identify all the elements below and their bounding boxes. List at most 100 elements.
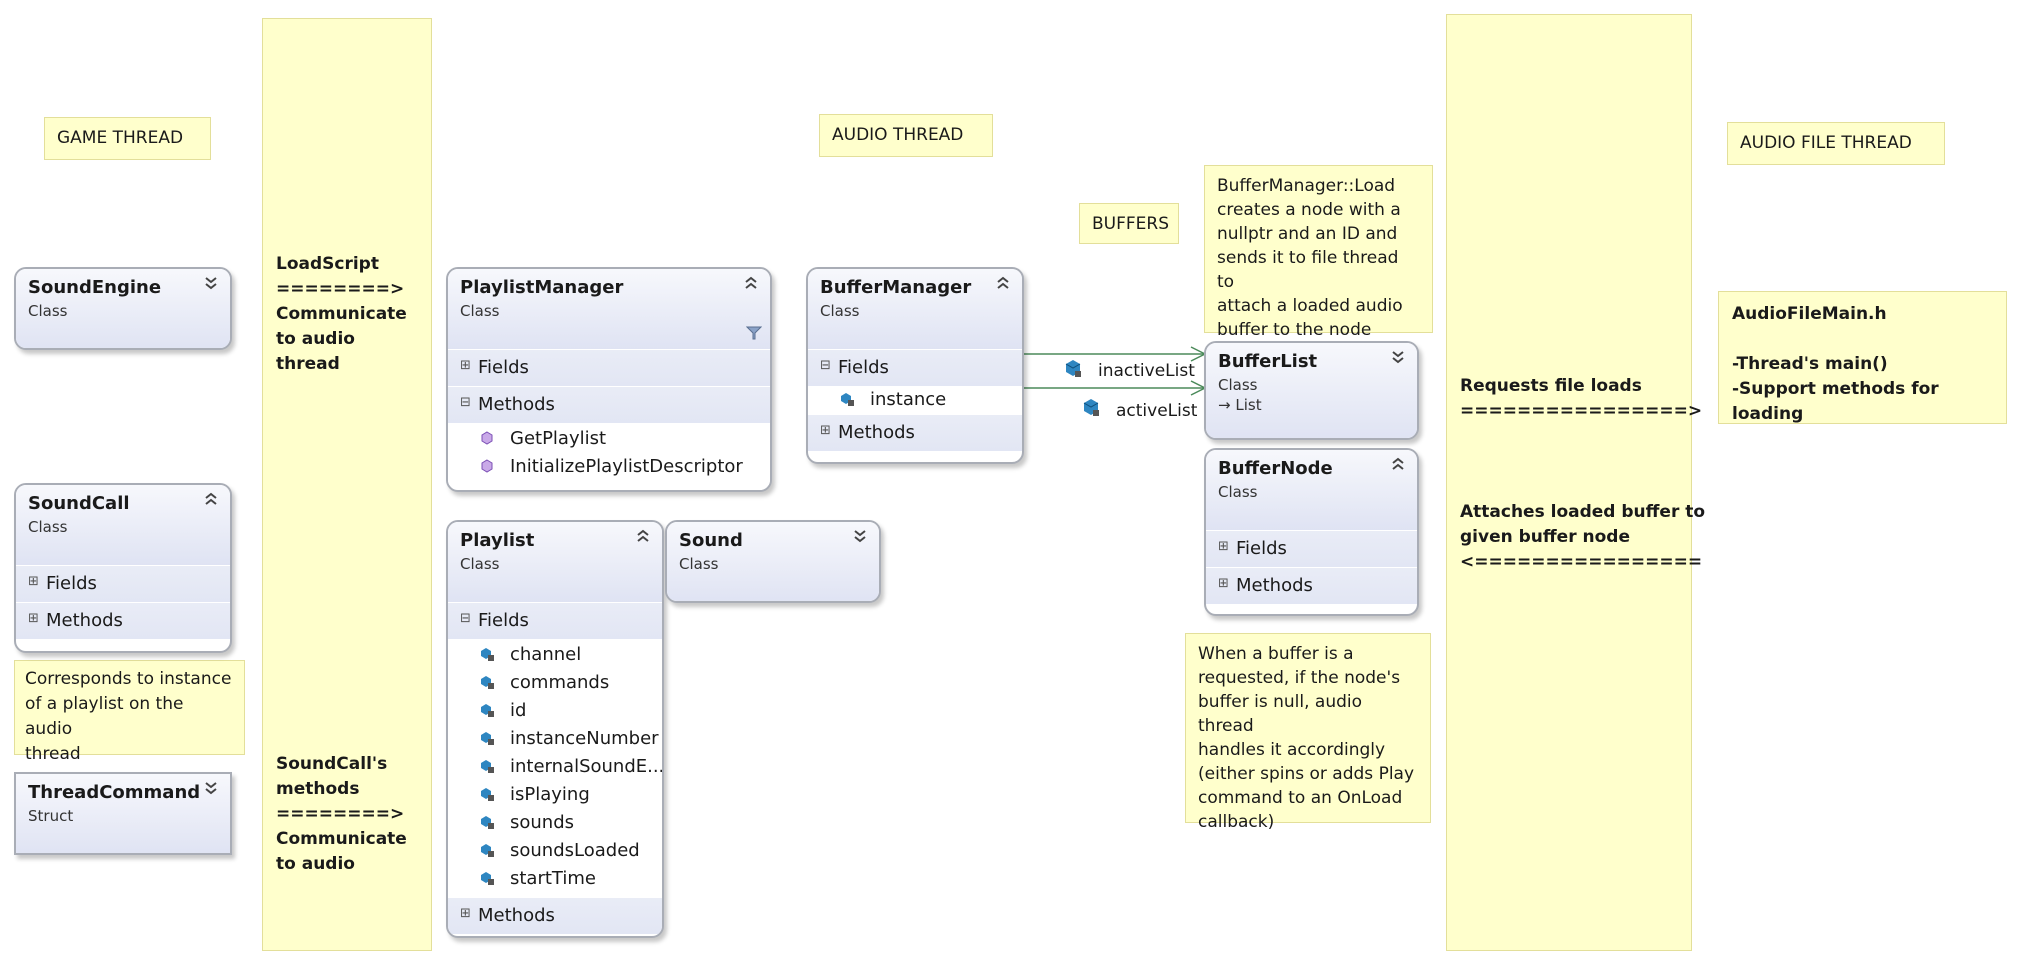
methods-section[interactable]: ⊞Methods [16,602,230,639]
methods-section[interactable]: ⊞Methods [1206,567,1417,604]
right-band-text-top: Requests file loads ================> [1460,376,1703,421]
field-item[interactable]: instance [808,386,1022,414]
fields-section[interactable]: ⊞Fields [16,565,230,602]
inactive-list-label: inactiveList [1098,361,1195,381]
field-list: channel commands id instanceNumber inter… [448,639,662,897]
collapse-minus-icon[interactable]: ⊟ [820,358,831,373]
fields-section[interactable]: ⊞Fields [1206,530,1417,567]
class-kind: Class [820,302,860,320]
field-icon [480,810,494,829]
left-band-text-top: LoadScript ========> Communicate to audi… [276,254,407,374]
field-item[interactable]: isPlaying [448,781,662,809]
class-kind: Class [28,518,68,536]
game-thread-label: GAME THREAD [44,117,211,160]
field-icon [480,670,494,689]
method-icon [480,454,494,473]
class-name: BufferManager [820,277,972,298]
class-name: Sound [679,530,743,551]
method-item[interactable]: GetPlaylist [448,425,770,453]
expand-plus-icon[interactable]: ⊞ [28,611,39,626]
field-icon [480,866,494,885]
expand-chevron-icon[interactable] [853,528,867,547]
class-name: PlaylistManager [460,277,624,298]
expand-chevron-icon[interactable] [1391,349,1405,368]
class-playlist-manager[interactable]: PlaylistManager Class ⊞Fields ⊟Methods G… [446,267,772,492]
buffer-request-note: When a buffer is a requested, if the nod… [1185,633,1431,832]
field-item[interactable]: instanceNumber [448,725,662,753]
collapse-chevron-icon[interactable] [636,528,650,547]
right-band-text-bottom: Attaches loaded buffer to given buffer n… [1460,502,1706,572]
class-sound-call[interactable]: SoundCall Class ⊞Fields ⊞Methods [14,483,232,653]
class-header: PlaylistManager Class [448,269,770,349]
field-item[interactable]: startTime [448,865,662,893]
collapse-minus-icon[interactable]: ⊟ [460,395,471,410]
expand-plus-icon[interactable]: ⊞ [1218,576,1229,591]
class-playlist[interactable]: Playlist Class ⊟Fields channel commands … [446,520,664,938]
association-icon [1082,398,1100,422]
class-name: SoundCall [28,493,130,514]
methods-section[interactable]: ⊞Methods [808,414,1022,451]
right-band [1446,14,1692,951]
class-kind: Class [460,555,500,573]
expand-chevron-icon[interactable] [204,275,218,294]
field-icon [480,642,494,661]
class-header: BufferManager Class [808,269,1022,349]
class-buffer-manager[interactable]: BufferManager Class ⊟Fields instance ⊞Me… [806,267,1024,464]
audio-file-thread-label: AUDIO FILE THREAD [1727,122,1945,165]
field-item[interactable]: id [448,697,662,725]
collapse-chevron-icon[interactable] [204,491,218,510]
class-sound[interactable]: Sound Class [665,520,881,603]
class-kind: Class [1218,483,1258,501]
class-thread-command[interactable]: ThreadCommand Struct [14,772,232,855]
class-name: Playlist [460,530,535,551]
fields-section[interactable]: ⊟Fields [808,349,1022,386]
class-sound-engine[interactable]: SoundEngine Class [14,267,232,350]
expand-plus-icon[interactable]: ⊞ [460,906,471,921]
collapse-minus-icon[interactable]: ⊟ [460,611,471,626]
class-kind: Class [460,302,500,320]
class-name: BufferList [1218,351,1318,372]
base-class: → List [1218,396,1262,414]
field-item[interactable]: sounds [448,809,662,837]
field-item[interactable]: channel [448,641,662,669]
class-header: SoundEngine Class [16,269,230,348]
class-kind: Class [1218,376,1258,394]
buffers-label: BUFFERS [1079,203,1179,244]
methods-section[interactable]: ⊞Methods [448,897,662,934]
expand-plus-icon[interactable]: ⊞ [28,574,39,589]
expand-plus-icon[interactable]: ⊞ [460,358,471,373]
class-name: SoundEngine [28,277,162,298]
class-buffer-list[interactable]: BufferList Class → List [1204,341,1419,440]
class-header: ThreadCommand Struct [16,774,230,853]
association-icon [1064,359,1082,383]
field-icon [480,698,494,717]
filter-icon[interactable] [745,325,763,345]
class-header: BufferNode Class [1206,450,1417,530]
active-list-label: activeList [1116,401,1198,421]
collapse-chevron-icon[interactable] [1391,456,1405,475]
field-item[interactable]: internalSoundE... [448,753,662,781]
expand-plus-icon[interactable]: ⊞ [820,423,831,438]
audio-file-main-note: AudioFileMain.h -Thread's main() -Suppor… [1718,291,2007,424]
field-icon [480,782,494,801]
fields-section[interactable]: ⊟Fields [448,602,662,639]
buffer-load-note: BufferManager::Load creates a node with … [1204,165,1433,340]
class-buffer-node[interactable]: BufferNode Class ⊞Fields ⊞Methods [1204,448,1419,616]
left-band-text-bottom: SoundCall's methods ========> Communicat… [276,754,407,874]
collapse-chevron-icon[interactable] [996,275,1010,294]
expand-plus-icon[interactable]: ⊞ [1218,539,1229,554]
collapse-chevron-icon[interactable] [744,275,758,294]
class-header: SoundCall Class [16,485,230,565]
field-list: instance [808,386,1022,414]
field-icon [840,387,854,406]
class-kind: Class [679,555,719,573]
method-item[interactable]: InitializePlaylistDescriptor [448,453,770,481]
inherits-arrow-icon: → [1218,396,1231,414]
methods-section[interactable]: ⊟Methods [448,386,770,423]
expand-chevron-icon[interactable] [204,780,218,799]
left-band [262,18,432,951]
fields-section[interactable]: ⊞Fields [448,349,770,386]
field-item[interactable]: commands [448,669,662,697]
class-header: Sound Class [667,522,879,601]
field-item[interactable]: soundsLoaded [448,837,662,865]
